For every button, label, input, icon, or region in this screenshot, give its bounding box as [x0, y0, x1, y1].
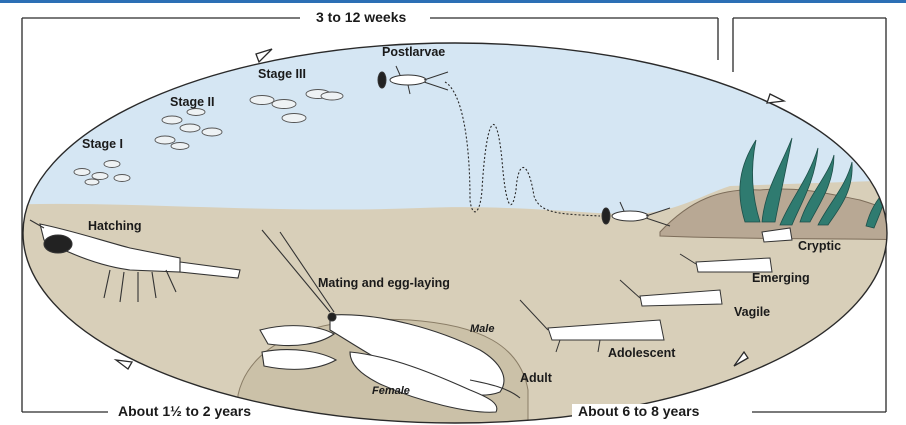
emerging-label: Emerging — [752, 272, 810, 285]
arrow-top-left — [256, 49, 272, 62]
timeline-bottom-left-label: About 1½ to 2 years — [112, 404, 257, 418]
arrow-top-right — [767, 94, 784, 103]
adolescent-label: Adolescent — [608, 347, 675, 360]
vagile-label: Vagile — [734, 306, 770, 319]
male-label: Male — [470, 324, 494, 335]
mating-label: Mating and egg-laying — [318, 277, 450, 290]
timeline-top-label: 3 to 12 weeks — [310, 10, 412, 24]
arrow-bottom-left — [116, 360, 132, 369]
cryptic-label: Cryptic — [798, 240, 841, 253]
hatching-label: Hatching — [88, 220, 141, 233]
adult-label: Adult — [520, 372, 552, 385]
timeline-bottom-right-label: About 6 to 8 years — [572, 404, 705, 418]
stage-1-label: Stage I — [82, 138, 123, 151]
female-label: Female — [372, 386, 410, 397]
stage-3-label: Stage III — [258, 68, 306, 81]
postlarvae-label: Postlarvae — [382, 46, 445, 59]
stage-2-label: Stage II — [170, 96, 214, 109]
top-accent-strip — [0, 0, 906, 3]
